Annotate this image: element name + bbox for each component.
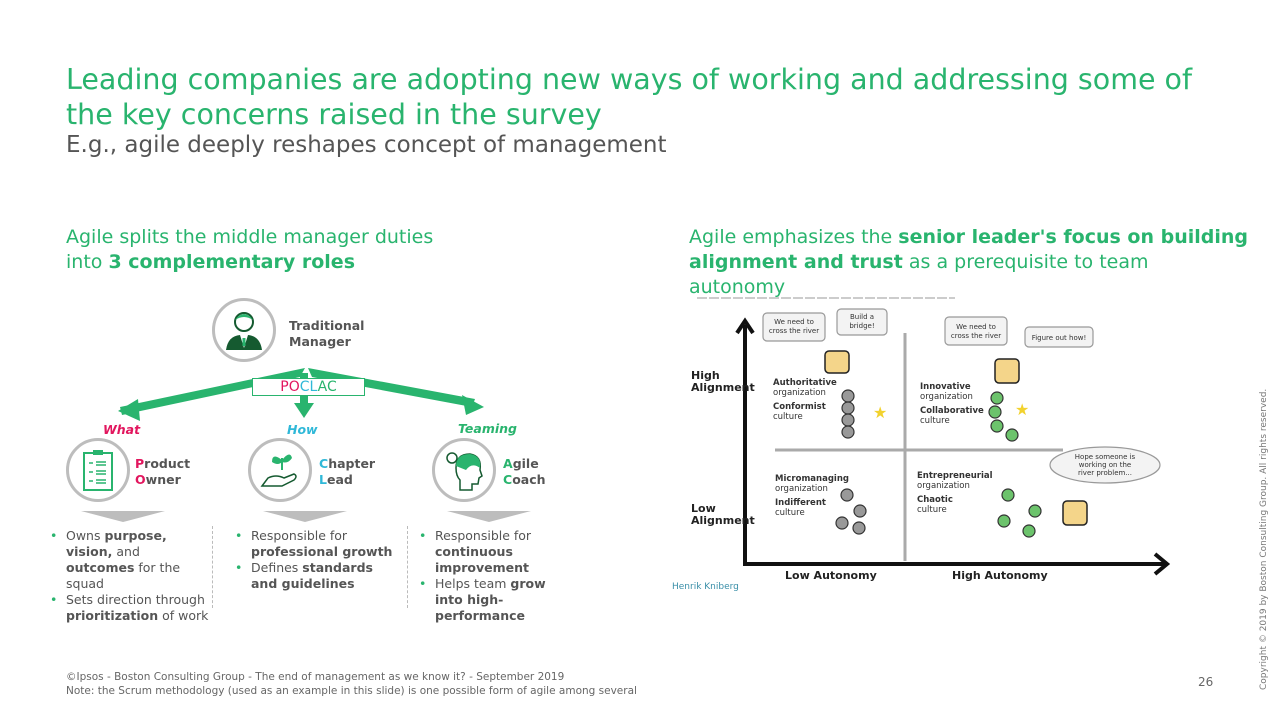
down-chevron — [447, 511, 531, 522]
bullet-text: standards and guidelines — [251, 560, 373, 591]
bullet-text: purpose, vision, — [66, 528, 167, 559]
role-category-what: What — [103, 422, 141, 437]
role-category-teaming: Teaming — [458, 421, 517, 436]
clipboard-icon — [66, 438, 130, 502]
bullet-text: Sets direction through — [66, 592, 205, 607]
bullet-text: Responsible for — [435, 528, 532, 543]
slide-subtitle: E.g., agile deeply reshapes concept of m… — [66, 132, 667, 158]
grey-team-faces — [835, 389, 867, 535]
bullet-item: Defines standards and guidelines — [233, 560, 403, 592]
slide-title: Leading companies are adopting new ways … — [66, 63, 1193, 131]
x-high-label: High Autonomy — [952, 569, 1048, 582]
bullet-text: Owns — [66, 528, 105, 543]
quadrant-lines — [775, 333, 1063, 561]
bullet-text: of work — [158, 608, 209, 623]
speech-bubble: Figure out how! — [1032, 334, 1087, 342]
down-chevron — [81, 511, 165, 522]
bullet-text: and — [112, 544, 140, 559]
star-icon: ★ — [873, 403, 887, 422]
axes — [743, 325, 1165, 566]
page-number: 26 — [1198, 675, 1214, 689]
left-heading: Agile splits the middle manager duties i… — [66, 226, 434, 273]
bullet-item: Responsible for professional growth — [233, 528, 403, 560]
bullet-item: Owns purpose, vision, and outcomes for t… — [48, 528, 210, 592]
head-coach-icon — [432, 438, 496, 502]
bullet-text: grow into high-performance — [435, 576, 546, 623]
chapter-lead-bullets: Responsible for professional growthDefin… — [233, 528, 403, 592]
bullet-text: Defines — [251, 560, 303, 575]
divider — [212, 526, 213, 608]
poclac-box: POCLAC — [252, 378, 365, 396]
x-low-label: Low Autonomy — [785, 569, 877, 582]
bullet-text: Helps team — [435, 576, 511, 591]
bullet-text: prioritization — [66, 608, 159, 623]
plant-hand-icon — [248, 438, 312, 502]
bullet-text: professional growth — [251, 544, 393, 559]
bullet-text: Responsible for — [251, 528, 348, 543]
divider — [407, 526, 408, 608]
star-icon: ★ — [1015, 400, 1029, 419]
leader-faces — [824, 350, 1088, 526]
bullet-item: Sets direction through prioritization of… — [48, 592, 210, 624]
diagram-credit: Henrik Kniberg — [672, 582, 739, 592]
bullet-text: outcomes — [66, 560, 135, 575]
copyright: Copyright © 2019 by Boston Consulting Gr… — [1259, 388, 1269, 690]
role-category-how: How — [287, 422, 318, 437]
bullet-item: Responsible for continuous improvement — [417, 528, 577, 576]
footer-source: ©Ipsos - Boston Consulting Group - The e… — [66, 671, 637, 697]
bullet-text: continuous improvement — [435, 544, 530, 575]
bullet-text: for the squad — [66, 560, 181, 591]
right-heading: Agile emphasizes the senior leader's foc… — [689, 226, 1249, 298]
manager-icon — [212, 298, 276, 362]
product-owner-bullets: Owns purpose, vision, and outcomes for t… — [48, 528, 210, 624]
agile-coach-bullets: Responsible for continuous improvementHe… — [417, 528, 577, 624]
down-chevron — [263, 511, 347, 522]
bullet-item: Helps team grow into high-performance — [417, 576, 577, 624]
